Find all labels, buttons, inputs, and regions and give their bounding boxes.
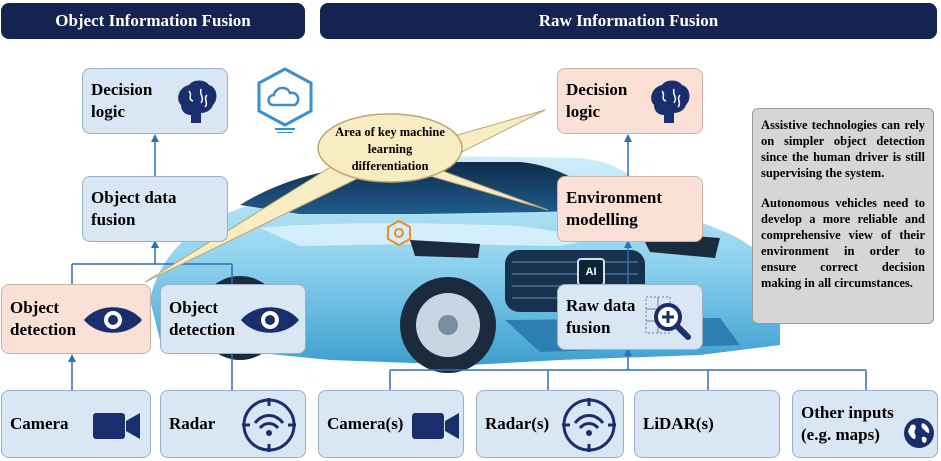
radar-label: Radar: [169, 414, 216, 433]
radar-signal-icon: [242, 398, 296, 452]
decision-logic-box-left: Decision logic: [82, 68, 228, 134]
camera-box: Camera: [1, 390, 151, 458]
cloud-hexagon-icon: [257, 67, 313, 133]
brain-icon: [178, 80, 217, 123]
globe-icon: [904, 418, 934, 448]
object-detection-radar-box: Object detection: [160, 284, 306, 354]
object-detection-radar-label: Object detection: [169, 298, 236, 339]
banner-raw-information-fusion: Raw Information Fusion: [320, 3, 937, 39]
video-camera-icon: [93, 413, 140, 439]
cameras-box: Camera(s): [318, 390, 464, 458]
object-data-fusion-label: Object data fusion: [91, 188, 177, 229]
banner-object-information-fusion: Object Information Fusion: [1, 3, 305, 39]
other-inputs-label: Other inputs (e.g. maps): [801, 403, 894, 444]
eye-icon: [84, 307, 142, 333]
object-data-fusion-box: Object data fusion: [82, 176, 228, 242]
object-detection-camera-label: Object detection: [10, 298, 77, 339]
bubble-text: Area of key machine learning differentia…: [335, 125, 445, 173]
radars-box: Radar(s): [476, 390, 624, 458]
radar-box: Radar: [160, 390, 306, 458]
magnifier-grid-icon: [645, 296, 691, 340]
object-detection-camera-box: Object detection: [1, 284, 151, 354]
camera-label: Camera: [10, 414, 69, 433]
explanatory-note: Assistive technologies can rely on simpl…: [752, 108, 934, 324]
environment-modelling-label: Environment modelling: [566, 188, 663, 229]
eye-icon: [241, 307, 299, 333]
environment-modelling-box: Environment modelling: [557, 176, 703, 242]
brain-icon: [651, 80, 690, 123]
other-inputs-box: Other inputs (e.g. maps): [792, 390, 938, 458]
radar-signal-icon: [562, 398, 616, 452]
video-camera-icon: [412, 413, 459, 439]
raw-data-fusion-label: Raw data fusion: [566, 296, 636, 337]
radars-label: Radar(s): [485, 414, 550, 433]
lidars-box: LiDAR(s): [634, 390, 780, 458]
gear-hexagon-icon: [387, 220, 411, 246]
decision-logic-label: Decision logic: [91, 80, 153, 121]
cameras-label: Camera(s): [327, 414, 404, 433]
note-assistive: Assistive technologies can rely on simpl…: [761, 118, 925, 180]
decision-logic-label: Decision logic: [566, 80, 628, 121]
raw-data-fusion-box: Raw data fusion: [557, 284, 703, 350]
decision-logic-box-right: Decision logic: [557, 68, 703, 134]
lidars-label: LiDAR(s): [643, 414, 714, 433]
ai-chip-label: AI: [585, 266, 597, 278]
note-autonomous: Autonomous vehicles need to develop a mo…: [761, 196, 925, 290]
